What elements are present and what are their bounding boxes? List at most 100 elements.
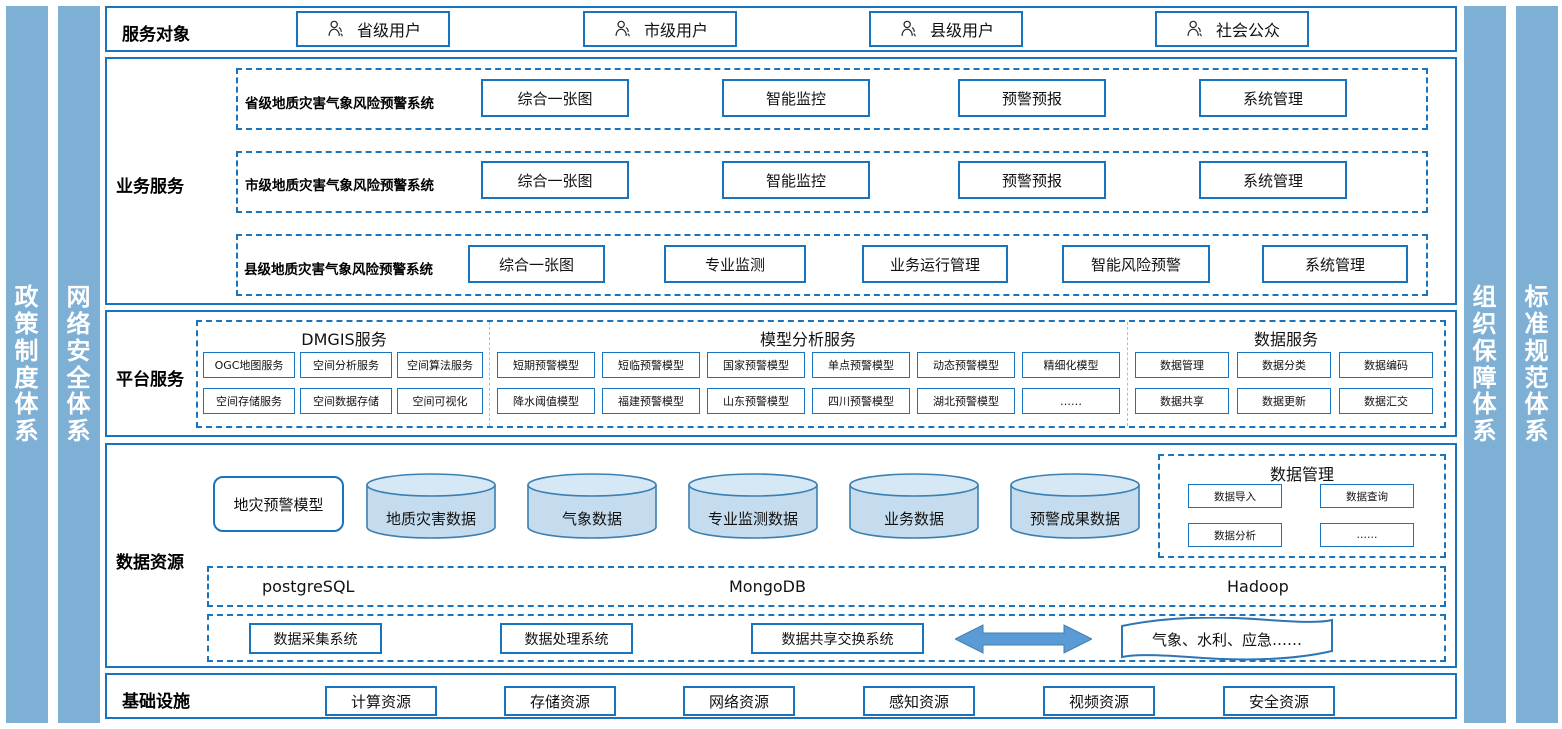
storage-mongodb: MongoDB [729, 577, 806, 596]
model-analysis-group-title: 模型分析服务 [759, 330, 856, 349]
service-object-municipal-user[interactable]: 市级用户 [583, 11, 737, 47]
model-national-warning[interactable]: 国家预警模型 [707, 352, 805, 378]
platform-services-label: 平台服务 [116, 370, 184, 390]
data-systems-group [207, 614, 1446, 662]
dmgis-ogc-map-service[interactable]: OGC地图服务 [203, 352, 295, 378]
model-fujian-warning[interactable]: 福建预警模型 [602, 388, 700, 414]
data-management-analysis[interactable]: 数据分析 [1188, 523, 1282, 547]
municipal-module-forecast[interactable]: 预警预报 [958, 161, 1106, 199]
provincial-module-map[interactable]: 综合一张图 [481, 79, 629, 117]
person-icon [615, 20, 630, 37]
infra-security-resource[interactable]: 安全资源 [1223, 686, 1335, 716]
sidebar-organization-guarantee-system: 组织保障体系 [1464, 6, 1506, 723]
county-module-risk-warning[interactable]: 智能风险预警 [1062, 245, 1210, 283]
model-rainfall-threshold[interactable]: 降水阈值模型 [497, 388, 595, 414]
infrastructure-label: 基础设施 [122, 692, 190, 712]
cylinder-label: 业务数据 [883, 509, 944, 528]
model-shandong-warning[interactable]: 山东预警模型 [707, 388, 805, 414]
data-collection-system[interactable]: 数据采集系统 [249, 623, 382, 654]
municipal-system-label: 市级地质灾害气象风险预警系统 [245, 178, 434, 194]
data-management-query[interactable]: 数据查询 [1320, 484, 1414, 508]
data-management-more[interactable]: …… [1320, 523, 1414, 547]
provincial-module-forecast[interactable]: 预警预报 [958, 79, 1106, 117]
sidebar-standard-specification-system-label: 标准规范体系 [1524, 282, 1550, 446]
service-object-county-user[interactable]: 县级用户 [869, 11, 1023, 47]
cylinder-label: 气象数据 [561, 509, 622, 528]
storage-layer-group [207, 566, 1446, 607]
cylinder-warning-result-data[interactable]: 预警成果数据 [1009, 473, 1141, 539]
external-systems-wavy-doc[interactable]: 气象、水利、应急…… [1119, 616, 1335, 661]
cylinder-geological-disaster-data[interactable]: 地质灾害数据 [365, 473, 497, 539]
cylinder-meteorological-data[interactable]: 气象数据 [526, 473, 658, 539]
cylinder-business-data[interactable]: 业务数据 [848, 473, 980, 539]
data-management-group [1158, 454, 1446, 558]
county-module-map[interactable]: 综合一张图 [468, 245, 605, 283]
service-objects-label: 服务对象 [122, 25, 190, 45]
service-object-label: 社会公众 [1215, 21, 1280, 40]
county-module-operation-management[interactable]: 业务运行管理 [862, 245, 1008, 283]
model-short-term-warning[interactable]: 短期预警模型 [497, 352, 595, 378]
platform-divider-1 [489, 322, 490, 426]
county-module-sysadmin[interactable]: 系统管理 [1262, 245, 1408, 283]
municipal-module-sysadmin[interactable]: 系统管理 [1199, 161, 1347, 199]
disaster-warning-model-box[interactable]: 地灾预警模型 [213, 476, 344, 532]
platform-divider-2 [1127, 322, 1128, 426]
data-service-sharing[interactable]: 数据共享 [1135, 388, 1229, 414]
service-object-provincial-user[interactable]: 省级用户 [296, 11, 450, 47]
model-single-point-warning[interactable]: 单点预警模型 [812, 352, 910, 378]
data-service-encoding[interactable]: 数据编码 [1339, 352, 1433, 378]
data-service-classification[interactable]: 数据分类 [1237, 352, 1331, 378]
service-object-label: 市级用户 [643, 21, 708, 40]
infra-compute-resource[interactable]: 计算资源 [325, 686, 437, 716]
service-object-label: 县级用户 [929, 21, 994, 40]
infra-network-resource[interactable]: 网络资源 [683, 686, 795, 716]
bidirectional-arrow-icon [953, 622, 1094, 656]
infra-video-resource[interactable]: 视频资源 [1043, 686, 1155, 716]
dmgis-spatial-analysis-service[interactable]: 空间分析服务 [300, 352, 392, 378]
sidebar-network-security-system-label: 网络安全体系 [66, 282, 92, 446]
dmgis-spatial-algorithm-service[interactable]: 空间算法服务 [397, 352, 483, 378]
county-module-professional-monitor[interactable]: 专业监测 [664, 245, 806, 283]
model-sichuan-warning[interactable]: 四川预警模型 [812, 388, 910, 414]
infra-storage-resource[interactable]: 存储资源 [504, 686, 616, 716]
dmgis-spatial-storage-service[interactable]: 空间存储服务 [203, 388, 295, 414]
model-dynamic-warning[interactable]: 动态预警模型 [917, 352, 1015, 378]
provincial-module-monitor[interactable]: 智能监控 [722, 79, 870, 117]
model-more[interactable]: …… [1022, 388, 1120, 414]
data-processing-system[interactable]: 数据处理系统 [500, 623, 633, 654]
municipal-module-monitor[interactable]: 智能监控 [722, 161, 870, 199]
dmgis-group-title: DMGIS服务 [301, 330, 387, 349]
infra-sensing-resource[interactable]: 感知资源 [863, 686, 975, 716]
storage-hadoop: Hadoop [1227, 577, 1289, 596]
service-object-public[interactable]: 社会公众 [1155, 11, 1309, 47]
sidebar-policy-system-label: 政策制度体系 [14, 282, 40, 446]
provincial-module-sysadmin[interactable]: 系统管理 [1199, 79, 1347, 117]
data-service-submission[interactable]: 数据汇交 [1339, 388, 1433, 414]
cylinder-label: 专业监测数据 [707, 509, 798, 528]
data-management-title: 数据管理 [1269, 465, 1334, 484]
model-hubei-warning[interactable]: 湖北预警模型 [917, 388, 1015, 414]
business-services-label: 业务服务 [116, 177, 184, 197]
data-sharing-exchange-system[interactable]: 数据共享交换系统 [751, 623, 924, 654]
dmgis-spatial-visualization[interactable]: 空间可视化 [397, 388, 483, 414]
service-object-label: 省级用户 [356, 21, 421, 40]
municipal-module-map[interactable]: 综合一张图 [481, 161, 629, 199]
person-icon [1187, 20, 1202, 37]
cylinder-professional-monitoring-data[interactable]: 专业监测数据 [687, 473, 819, 539]
data-service-update[interactable]: 数据更新 [1237, 388, 1331, 414]
cylinder-label: 地质灾害数据 [385, 509, 476, 528]
model-refined[interactable]: 精细化模型 [1022, 352, 1120, 378]
provincial-system-label: 省级地质灾害气象风险预警系统 [245, 96, 434, 112]
sidebar-standard-specification-system: 标准规范体系 [1516, 6, 1558, 723]
person-icon [901, 20, 916, 37]
external-systems-label: 气象、水利、应急…… [1151, 630, 1302, 649]
data-service-management[interactable]: 数据管理 [1135, 352, 1229, 378]
model-imminent-warning[interactable]: 短临预警模型 [602, 352, 700, 378]
county-system-label: 县级地质灾害气象风险预警系统 [244, 262, 433, 278]
data-resources-label: 数据资源 [116, 553, 184, 573]
dmgis-spatial-data-storage[interactable]: 空间数据存储 [300, 388, 392, 414]
data-management-import[interactable]: 数据导入 [1188, 484, 1282, 508]
platform-services-group-wrapper [196, 320, 1446, 428]
data-services-group-title: 数据服务 [1253, 330, 1318, 349]
